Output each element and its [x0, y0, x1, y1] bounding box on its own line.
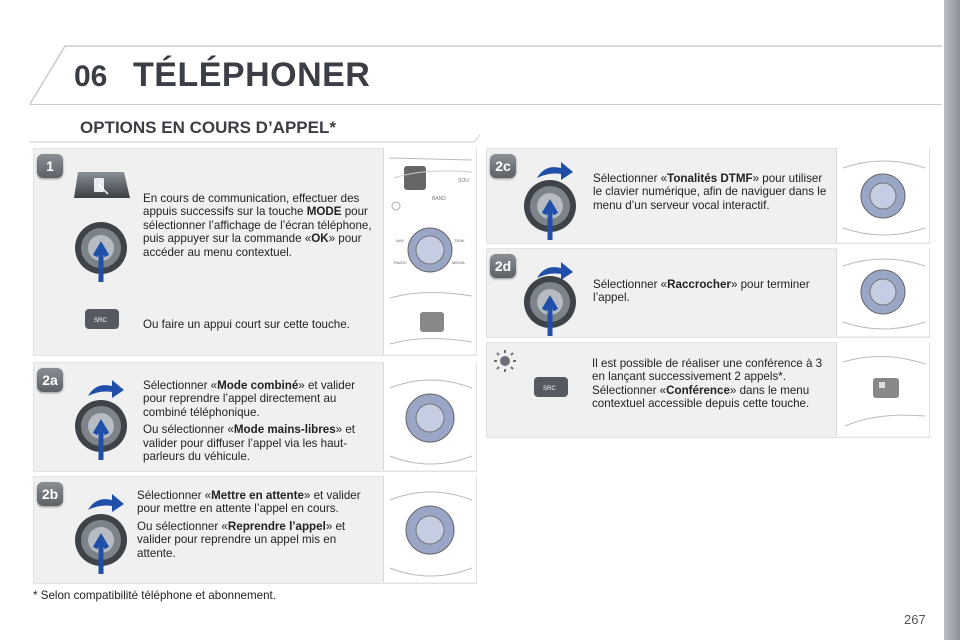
- controller-icon: [389, 491, 473, 577]
- arrow-right-icon: [537, 162, 573, 180]
- controller-illustration: [836, 148, 929, 242]
- nav-label: NAV: [396, 238, 404, 243]
- arrow-right-icon: [537, 262, 573, 280]
- text-pre: Sélectionner «: [143, 379, 218, 392]
- reprendre-appel-label: Reprendre l’appel: [227, 519, 326, 533]
- tonalites-dtmf-label: Tonalités DTMF: [667, 172, 753, 185]
- text-post: » dans le menu contextuel accessible dep…: [592, 383, 810, 411]
- text-post: » pour terminer l’appel.: [593, 278, 810, 305]
- chapter-title: TÉLÉPHONER: [133, 56, 371, 94]
- src-label: SRC: [543, 386, 556, 392]
- sou-label: SOU: [458, 178, 469, 184]
- src-label: SRC: [94, 318, 107, 324]
- step-1-text-b: Ou faire un appui court sur cette touche…: [143, 318, 350, 331]
- text-post: » et valider pour reprendre l’appel dire…: [143, 379, 356, 419]
- step-1-text-2: pour sélectionner l’affichage de l’écran…: [143, 205, 372, 246]
- page-number: 267: [904, 612, 926, 627]
- controller-icon: [389, 379, 473, 465]
- step-2d-text: Sélectionner «Raccrocher» pour terminer …: [593, 278, 828, 309]
- tip-text: Il est possible de réaliser une conféren…: [592, 357, 832, 415]
- controller-icon: [842, 258, 926, 330]
- arrow-right-icon: [88, 494, 124, 512]
- header-frame: [30, 45, 942, 105]
- src-button-icon: SRC: [85, 309, 119, 329]
- text-pre: Sélectionner «: [137, 489, 212, 502]
- rotary-knob-push-icon: [75, 222, 127, 282]
- conference-label: Conférence: [666, 383, 730, 397]
- steering-wheel-icon: [842, 356, 926, 427]
- src-button-icon: SRC: [534, 377, 568, 397]
- controller-illustration: [836, 248, 929, 336]
- step-1-text: En cours de communication, effectuer des…: [143, 192, 373, 259]
- section-title: OPTIONS EN COURS D’APPEL*: [80, 118, 336, 137]
- step-badge: 2a: [37, 368, 63, 392]
- text-pre: Sélectionner «: [593, 172, 668, 185]
- footnote: * Selon compatibilité téléphone et abonn…: [33, 589, 276, 602]
- step-badge: 2d: [490, 254, 516, 278]
- mode-button-icon: [74, 172, 130, 198]
- arrow-right-icon: [88, 380, 124, 398]
- step-1-illustration: BAND SOU NAV TRAK RADIO MEDIA: [383, 148, 476, 354]
- dashboard-controls-icon: BAND SOU NAV TRAK RADIO MEDIA: [388, 157, 473, 345]
- raccrocher-label: Raccrocher: [667, 278, 731, 291]
- mode-label: MODE: [306, 205, 342, 219]
- step-1-text-3: » pour accéder au menu contextuel.: [143, 232, 362, 259]
- step-2a-text: Sélectionner «Mode combiné» et valider p…: [143, 379, 375, 467]
- mettre-en-attente-label: Mettre en attente: [211, 489, 304, 502]
- text-post: » et valider pour reprendre un appel mis…: [137, 519, 346, 560]
- rotary-knob-push-icon: [75, 400, 127, 460]
- lightbulb-icon: [494, 350, 516, 372]
- mode-mains-libres-label: Mode mains-libres: [233, 423, 336, 437]
- rotary-knob-push-icon: [75, 514, 127, 574]
- controller-icon: [842, 160, 926, 236]
- text-post: » et valider pour diffuser l’appel via l…: [143, 423, 356, 464]
- step-1-text-1: En cours de communication, effectuer des…: [143, 192, 360, 219]
- step-badge: 2c: [490, 154, 516, 178]
- text-post: » pour utiliser le clavier numérique, af…: [593, 172, 827, 212]
- side-tab: [944, 0, 960, 640]
- rotary-knob-push-icon: [524, 276, 576, 336]
- chapter-number: 06: [74, 60, 108, 93]
- text-pre: Ou sélectionner «: [143, 423, 234, 437]
- steering-wheel-illustration: [836, 342, 929, 436]
- text-pre: Il est possible de réaliser une conféren…: [592, 357, 823, 397]
- step-badge: 1: [37, 154, 63, 178]
- header-rule: [30, 104, 942, 105]
- text-pre: Ou sélectionner «: [137, 519, 228, 533]
- step-badge: 2b: [37, 482, 63, 506]
- trak-label: TRAK: [454, 238, 465, 243]
- rotary-knob-push-icon: [524, 180, 576, 240]
- radio-label: RADIO: [394, 260, 407, 265]
- text-pre: Sélectionner «: [593, 278, 668, 291]
- section-frame: [30, 134, 480, 143]
- controller-illustration: [383, 476, 476, 582]
- text-post: » et valider pour mettre en attente l’ap…: [137, 489, 361, 516]
- band-label: BAND: [432, 196, 446, 202]
- media-label: MEDIA: [452, 260, 465, 265]
- mode-combine-label: Mode combiné: [217, 379, 299, 392]
- controller-illustration: [383, 362, 476, 470]
- step-2b-text: Sélectionner «Mettre en attente» et vali…: [137, 489, 373, 564]
- ok-label: OK: [311, 232, 329, 246]
- step-2c-text: Sélectionner «Tonalités DTMF» pour utili…: [593, 172, 828, 216]
